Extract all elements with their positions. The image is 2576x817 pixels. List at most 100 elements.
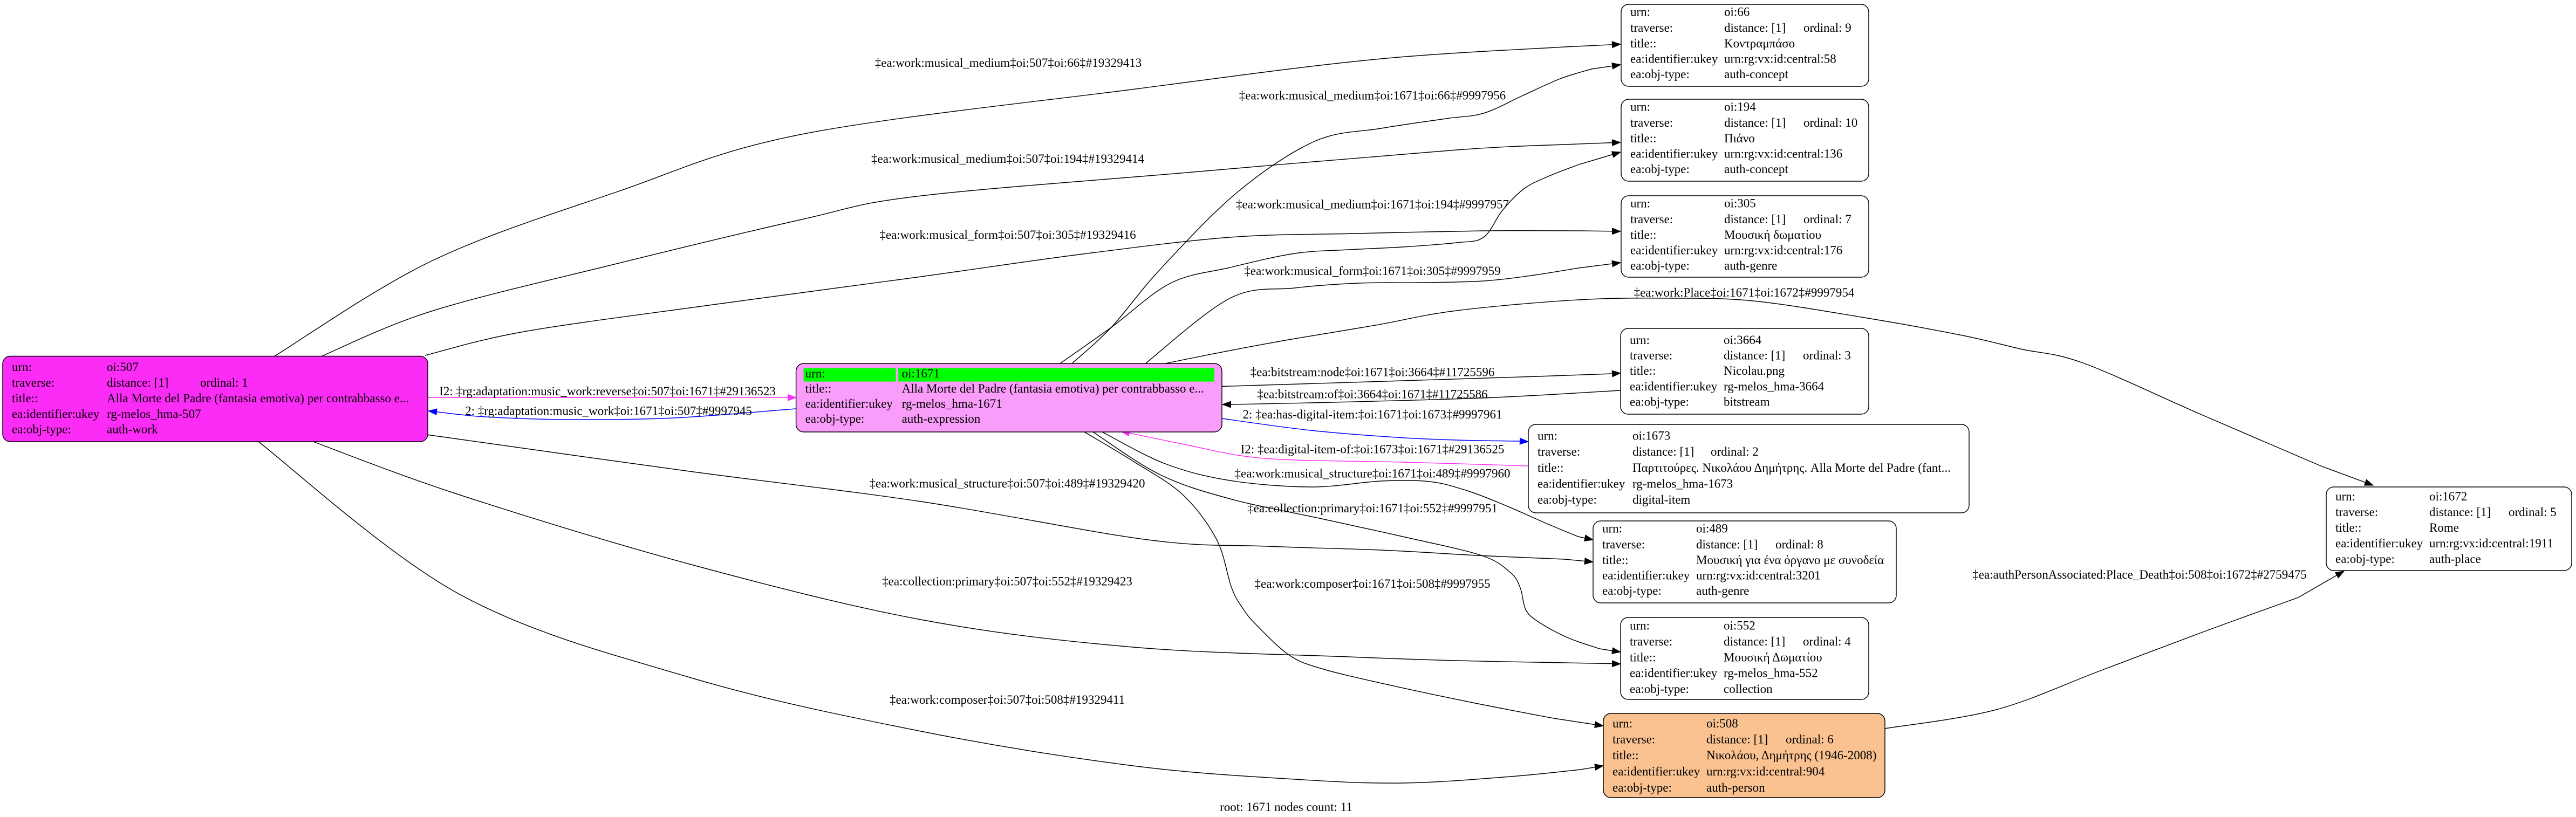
svg-text:ea:identifier:ukey: ea:identifier:ukey xyxy=(1630,244,1718,257)
svg-text:ea:obj-type:: ea:obj-type: xyxy=(1630,67,1690,81)
svg-text:traverse:: traverse: xyxy=(1612,733,1655,746)
svg-text:distance: [1]: distance: [1] xyxy=(1696,538,1758,551)
svg-text:‡ea:bitstream:node‡oi:1671‡oi:: ‡ea:bitstream:node‡oi:1671‡oi:3664‡#1172… xyxy=(1251,366,1495,379)
svg-text:ordinal: 10: ordinal: 10 xyxy=(1803,116,1857,129)
svg-text:rg-melos_hma-1673: rg-melos_hma-1673 xyxy=(1632,477,1733,491)
svg-text:Μουσική για ένα όργανο με συνο: Μουσική για ένα όργανο με συνοδεία xyxy=(1696,553,1884,567)
svg-text:urn:: urn: xyxy=(1538,429,1557,442)
svg-text:distance: [1]: distance: [1] xyxy=(107,376,168,389)
svg-text:ea:obj-type:: ea:obj-type: xyxy=(1612,781,1672,794)
svg-text:traverse:: traverse: xyxy=(1630,21,1673,35)
svg-text:urn:rg:vx:id:central:136: urn:rg:vx:id:central:136 xyxy=(1724,147,1842,161)
svg-text:ea:obj-type:: ea:obj-type: xyxy=(1630,162,1690,176)
svg-text:oi:508: oi:508 xyxy=(1706,717,1738,730)
svg-text:oi:1671: oi:1671 xyxy=(902,367,940,380)
svg-text:I2: ‡ea:digital-item-of:‡oi:16: I2: ‡ea:digital-item-of:‡oi:1673‡oi:1671… xyxy=(1241,443,1505,456)
svg-text:auth-concept: auth-concept xyxy=(1724,162,1788,176)
svg-text:ordinal: 7: ordinal: 7 xyxy=(1803,212,1851,226)
svg-text:title::: title:: xyxy=(1630,37,1657,50)
svg-text:ordinal: 8: ordinal: 8 xyxy=(1775,538,1823,551)
svg-text:distance: [1]: distance: [1] xyxy=(1724,21,1786,35)
svg-text:urn:rg:vx:id:central:1911: urn:rg:vx:id:central:1911 xyxy=(2429,537,2553,550)
svg-text:‡ea:bitstream:of‡oi:3664‡oi:16: ‡ea:bitstream:of‡oi:3664‡oi:1671‡#117255… xyxy=(1257,387,1487,401)
svg-text:distance: [1]: distance: [1] xyxy=(1706,733,1768,746)
svg-text:2: ‡rg:adaptation:music_work‡o: 2: ‡rg:adaptation:music_work‡oi:1671‡oi:… xyxy=(465,404,752,418)
svg-text:urn:: urn: xyxy=(1612,717,1632,730)
svg-text:root: 1671 nodes count: 11: root: 1671 nodes count: 11 xyxy=(1220,800,1352,814)
svg-text:Nicolau.png: Nicolau.png xyxy=(1724,364,1785,377)
svg-text:‡ea:work:Place‡oi:1671‡oi:1672: ‡ea:work:Place‡oi:1671‡oi:1672‡#9997954 xyxy=(1634,286,1855,299)
svg-text:auth-concept: auth-concept xyxy=(1724,67,1788,81)
svg-text:rg-melos_hma-507: rg-melos_hma-507 xyxy=(107,407,201,421)
svg-text:ea:identifier:ukey: ea:identifier:ukey xyxy=(1630,52,1718,66)
svg-text:urn:: urn: xyxy=(1630,5,1650,19)
svg-text:urn:rg:vx:id:central:176: urn:rg:vx:id:central:176 xyxy=(1724,244,1842,257)
svg-text:Πιάνο: Πιάνο xyxy=(1724,132,1755,145)
svg-text:title::: title:: xyxy=(1630,228,1657,242)
svg-text:distance: [1]: distance: [1] xyxy=(2429,505,2491,519)
svg-text:rg-melos_hma-3664: rg-melos_hma-3664 xyxy=(1724,380,1825,393)
svg-text:oi:1672: oi:1672 xyxy=(2429,490,2467,503)
svg-text:bitstream: bitstream xyxy=(1724,395,1770,408)
svg-text:ea:obj-type:: ea:obj-type: xyxy=(1602,584,1662,598)
svg-text:urn:: urn: xyxy=(1630,100,1650,114)
svg-text:Rome: Rome xyxy=(2429,521,2459,534)
svg-text:distance: [1]: distance: [1] xyxy=(1724,349,1785,362)
svg-text:urn:: urn: xyxy=(1630,197,1650,210)
svg-text:ea:obj-type:: ea:obj-type: xyxy=(1630,682,1689,696)
svg-text:distance: [1]: distance: [1] xyxy=(1632,445,1694,458)
svg-text:collection: collection xyxy=(1724,682,1773,696)
svg-text:rg-melos_hma-552: rg-melos_hma-552 xyxy=(1724,667,1818,680)
svg-text:‡ea:work:composer‡oi:1671‡oi:5: ‡ea:work:composer‡oi:1671‡oi:508‡#999795… xyxy=(1255,577,1491,591)
svg-text:oi:507: oi:507 xyxy=(107,360,139,374)
svg-text:I2: ‡rg:adaptation:music_work:: I2: ‡rg:adaptation:music_work:reverse‡oi… xyxy=(439,385,776,398)
svg-text:ordinal: 4: ordinal: 4 xyxy=(1803,635,1851,648)
svg-text:oi:552: oi:552 xyxy=(1724,619,1755,633)
svg-text:auth-work: auth-work xyxy=(107,422,158,436)
svg-text:title::: title:: xyxy=(1612,749,1639,762)
svg-text:‡ea:work:musical_medium‡oi:507: ‡ea:work:musical_medium‡oi:507‡oi:194‡#1… xyxy=(871,152,1144,166)
svg-text:title::: title:: xyxy=(1630,650,1656,664)
svg-text:urn:rg:vx:id:central:3201: urn:rg:vx:id:central:3201 xyxy=(1696,569,1821,582)
svg-text:oi:305: oi:305 xyxy=(1724,197,1756,210)
svg-text:oi:1673: oi:1673 xyxy=(1632,429,1670,442)
svg-text:title::: title:: xyxy=(1630,364,1656,377)
svg-text:ea:identifier:ukey: ea:identifier:ukey xyxy=(12,407,100,421)
svg-text:distance: [1]: distance: [1] xyxy=(1724,212,1786,226)
svg-text:urn:: urn: xyxy=(805,367,825,380)
svg-text:Παρτιτούρες. Νικολάου Δημήτρης: Παρτιτούρες. Νικολάου Δημήτρης. Alla Mor… xyxy=(1632,461,1951,475)
svg-text:Alla Morte del Padre (fantasia: Alla Morte del Padre (fantasia emotiva) … xyxy=(902,382,1204,395)
svg-text:ea:identifier:ukey: ea:identifier:ukey xyxy=(2335,537,2423,550)
svg-text:ordinal: 9: ordinal: 9 xyxy=(1803,21,1851,35)
svg-text:traverse:: traverse: xyxy=(1602,538,1645,551)
svg-text:ea:identifier:ukey: ea:identifier:ukey xyxy=(805,397,893,410)
svg-text:auth-place: auth-place xyxy=(2429,552,2481,566)
svg-text:title::: title:: xyxy=(1630,132,1657,145)
svg-text:oi:194: oi:194 xyxy=(1724,100,1756,114)
svg-text:traverse:: traverse: xyxy=(12,376,54,389)
svg-text:ea:obj-type:: ea:obj-type: xyxy=(1630,259,1690,272)
svg-text:oi:3664: oi:3664 xyxy=(1724,333,1762,347)
svg-text:title::: title:: xyxy=(1538,461,1564,475)
svg-text:Μουσική δωματίου: Μουσική δωματίου xyxy=(1724,228,1821,242)
svg-text:traverse:: traverse: xyxy=(1630,212,1673,226)
svg-text:‡ea:work:musical_medium‡oi:507: ‡ea:work:musical_medium‡oi:507‡oi:66‡#19… xyxy=(875,56,1142,70)
svg-text:title::: title:: xyxy=(12,392,38,405)
svg-text:oi:66: oi:66 xyxy=(1724,5,1750,19)
svg-text:ea:obj-type:: ea:obj-type: xyxy=(1630,395,1689,408)
svg-text:Μουσική Δωματίου: Μουσική Δωματίου xyxy=(1724,650,1822,664)
svg-text:urn:rg:vx:id:central:58: urn:rg:vx:id:central:58 xyxy=(1724,52,1836,66)
svg-text:distance: [1]: distance: [1] xyxy=(1724,116,1786,129)
svg-text:ea:identifier:ukey: ea:identifier:ukey xyxy=(1538,477,1625,491)
svg-text:‡ea:work:musical_form‡oi:1671‡: ‡ea:work:musical_form‡oi:1671‡oi:305‡#99… xyxy=(1244,264,1500,278)
svg-text:‡ea:work:musical_medium‡oi:167: ‡ea:work:musical_medium‡oi:1671‡oi:66‡#9… xyxy=(1239,89,1506,102)
svg-text:traverse:: traverse: xyxy=(1630,116,1673,129)
svg-text:‡ea:work:composer‡oi:507‡oi:50: ‡ea:work:composer‡oi:507‡oi:508‡#1932941… xyxy=(890,693,1125,706)
svg-text:urn:: urn: xyxy=(2335,490,2355,503)
svg-text:title::: title:: xyxy=(2335,521,2362,534)
svg-text:urn:: urn: xyxy=(1630,333,1650,347)
svg-text:Κοντραμπάσο: Κοντραμπάσο xyxy=(1724,37,1795,50)
svg-text:‡ea:collection:primary‡oi:507‡: ‡ea:collection:primary‡oi:507‡oi:552‡#19… xyxy=(882,575,1132,588)
svg-text:‡ea:work:musical_structure‡oi:: ‡ea:work:musical_structure‡oi:507‡oi:489… xyxy=(869,477,1145,490)
svg-text:ordinal: 2: ordinal: 2 xyxy=(1711,445,1759,458)
